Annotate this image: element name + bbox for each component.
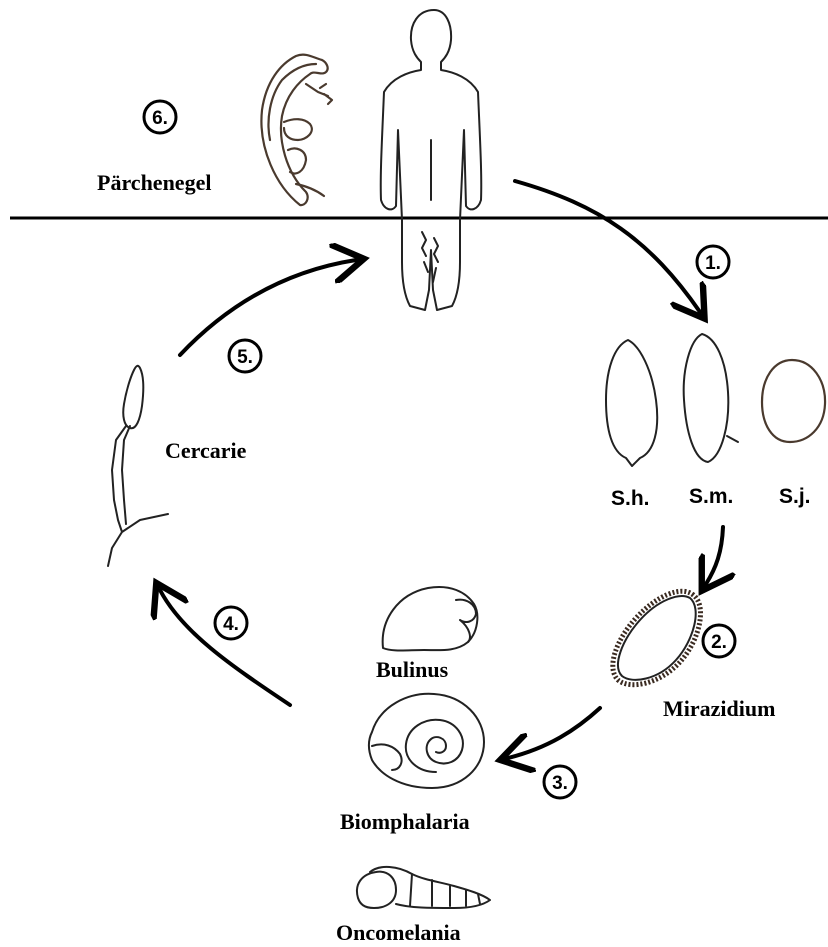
svg-text:3.: 3. — [552, 773, 568, 794]
oncomelania-shell-icon — [357, 867, 490, 908]
biomphalaria-shell-icon — [369, 694, 484, 788]
svg-text:4.: 4. — [223, 614, 239, 635]
label-miracidium: Mirazidium — [663, 696, 775, 721]
arrow-step-2 — [706, 527, 723, 584]
svg-text:5.: 5. — [237, 347, 253, 368]
svg-text:2.: 2. — [711, 632, 727, 653]
bulinus-shell-icon — [383, 587, 478, 651]
human-silhouette-icon — [381, 10, 482, 310]
arrow-step-5 — [180, 260, 356, 355]
paired-fluke-icon — [261, 55, 332, 205]
step-badge-1: 1. — [697, 246, 729, 278]
label-cercaria: Cercarie — [165, 438, 247, 463]
label-bulinus: Bulinus — [376, 657, 449, 682]
svg-text:6.: 6. — [152, 108, 168, 129]
label-oncomelania: Oncomelania — [336, 920, 461, 945]
label-egg-sj: S.j. — [779, 485, 811, 508]
step-badge-5: 5. — [229, 340, 261, 372]
egg-sj-icon — [762, 360, 825, 442]
label-biomphalaria: Biomphalaria — [340, 809, 470, 834]
label-egg-sh: S.h. — [611, 487, 650, 510]
svg-text:1.: 1. — [705, 253, 721, 274]
egg-sh-icon — [606, 340, 657, 466]
step-badge-4: 4. — [215, 607, 247, 639]
arrow-step-1 — [515, 181, 700, 312]
label-egg-sm: S.m. — [689, 485, 733, 508]
arrow-step-3 — [508, 708, 600, 758]
cercaria-icon — [108, 366, 168, 566]
label-paired-fluke: Pärchenegel — [97, 170, 211, 195]
step-badge-2: 2. — [703, 625, 735, 657]
miracidium-icon — [613, 591, 701, 684]
step-badge-6: 6. — [144, 101, 176, 133]
step-badge-3: 3. — [544, 766, 576, 798]
egg-sm-icon — [684, 334, 738, 462]
